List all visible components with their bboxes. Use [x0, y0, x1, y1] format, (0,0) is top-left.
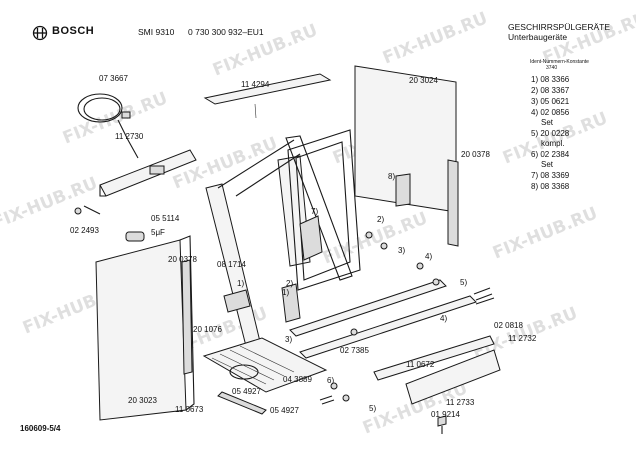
- part-label: 02 0818: [494, 321, 523, 330]
- base-tray: [202, 337, 328, 393]
- ident-value: 3740: [546, 65, 558, 71]
- legend-item: 6) 02 2384: [531, 150, 570, 159]
- top-strip: [203, 73, 332, 105]
- part-label: 05 4927: [270, 406, 299, 415]
- legend-item: 4) 02 0856: [531, 108, 570, 117]
- part-label: 07 3667: [99, 74, 128, 83]
- part-label: 1): [282, 288, 290, 297]
- part-label: 20 0378: [168, 255, 197, 264]
- part-label: 8): [388, 172, 396, 181]
- ident-label: Ident-Nummern-Konstante: [530, 59, 589, 65]
- part-label: 5μF: [151, 228, 165, 237]
- part-label: 04 3889: [283, 375, 312, 384]
- control-panel-bracket: [99, 149, 197, 197]
- legend-item: 5) 20 0228: [531, 129, 570, 138]
- part-label: 02 2493: [70, 226, 99, 235]
- power-cable: [77, 93, 139, 159]
- part-label: 05 4927: [232, 387, 261, 396]
- part-label: 11 0672: [406, 360, 435, 369]
- part-label: 11 2733: [446, 398, 475, 407]
- diagram-subtitle: Unterbaugeräte: [508, 32, 568, 42]
- door-panel: [95, 239, 187, 421]
- part-label: 4): [425, 252, 433, 261]
- legend-item: Set: [541, 160, 554, 169]
- part-label: 11 2730: [115, 132, 144, 141]
- legend-item: Set: [541, 118, 554, 127]
- legend-item: 7) 08 3369: [531, 171, 570, 180]
- part-label: 5): [369, 404, 377, 413]
- diagram-title: GESCHIRRSPÜLGERÄTE: [508, 22, 611, 32]
- brand-name: BOSCH: [52, 25, 95, 37]
- part-label: 3): [285, 335, 293, 344]
- legend-item: 8) 08 3368: [531, 182, 570, 191]
- part-label: 20 3023: [128, 396, 157, 405]
- part-label: 20 1076: [193, 325, 222, 334]
- part-label: 11 4294: [241, 80, 270, 89]
- legend-item: 3) 05 0621: [531, 97, 570, 106]
- part-label: 08 1714: [217, 260, 246, 269]
- part-label: 05 5114: [151, 214, 180, 223]
- part-label: 6): [327, 376, 335, 385]
- kick-plate: [405, 349, 501, 405]
- part-label: 2): [286, 279, 294, 288]
- part-label: 20 0378: [461, 150, 490, 159]
- document-number: 160609-5/4: [20, 424, 61, 433]
- part-label: 20 3024: [409, 76, 438, 85]
- part-label: 7): [311, 207, 319, 216]
- side-strip: [447, 159, 459, 247]
- part-label: 11 0673: [175, 405, 204, 414]
- part-code: 0 730 300 932–EU1: [188, 27, 264, 37]
- legend-item: 1) 08 3366: [531, 75, 570, 84]
- legend-item: 2) 08 3367: [531, 86, 570, 95]
- legend-item: kompl.: [541, 139, 565, 148]
- part-label: 4): [440, 314, 448, 323]
- part-label: 3): [398, 246, 406, 255]
- model-number: SMI 9310: [138, 27, 175, 37]
- part-label: 01 9214: [431, 410, 460, 419]
- bosch-armature-logo-icon: [32, 25, 48, 41]
- part-label: 5): [460, 278, 468, 287]
- part-label: 2): [377, 215, 385, 224]
- part-label: 02 7385: [340, 346, 369, 355]
- part-label: 11 2732: [508, 334, 537, 343]
- part-label: 1): [237, 279, 245, 288]
